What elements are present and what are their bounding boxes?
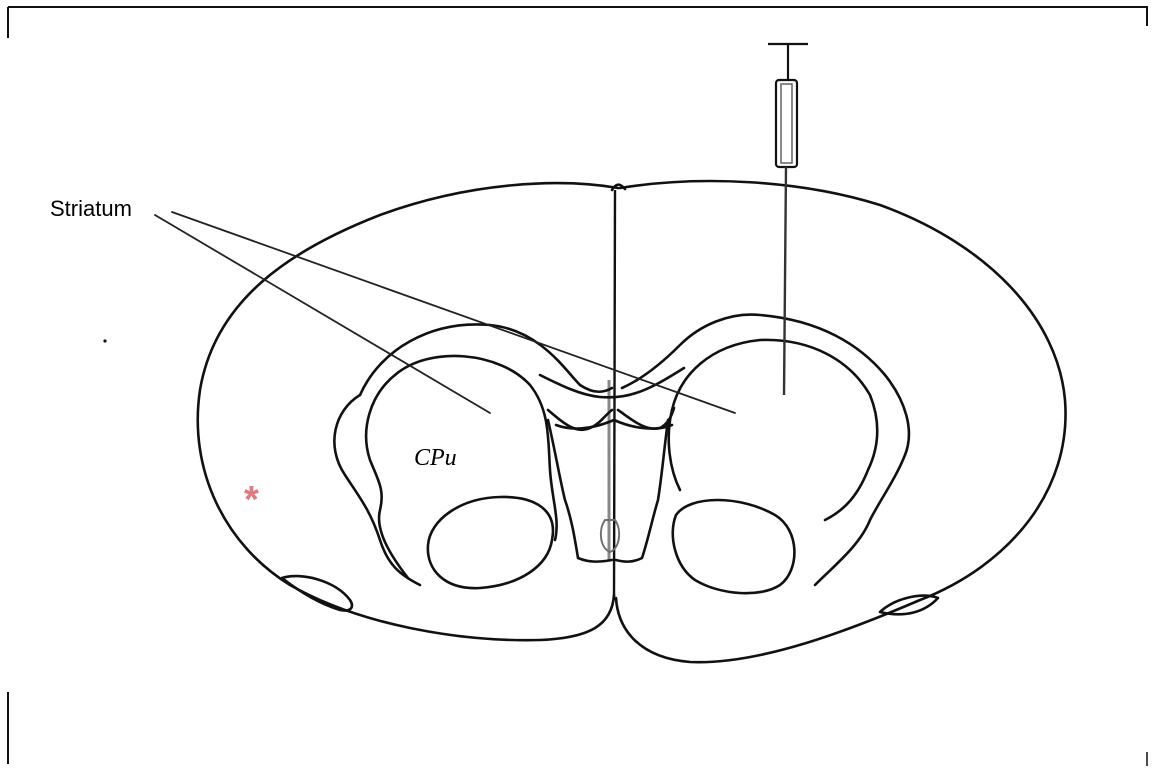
syringe-barrel-inner <box>781 84 792 163</box>
right-striatum-inner <box>672 340 877 520</box>
right-septum-edge <box>616 420 668 562</box>
left-striatum-outer-lateral <box>334 395 420 585</box>
stray-dot <box>103 339 106 342</box>
injection-needle <box>784 167 786 395</box>
right-anterior-commissure <box>673 500 795 593</box>
syringe-barrel <box>776 80 797 167</box>
striatum-leader-right <box>172 212 735 413</box>
right-hemisphere-outline <box>616 181 1066 662</box>
right-striatum-inner-medial <box>669 410 680 490</box>
left-striatum-inner-lateral <box>366 375 408 578</box>
right-striatum-outer-lateral <box>815 455 905 585</box>
cpu-label: CPu <box>414 445 457 471</box>
left-ventral-notch <box>282 576 352 610</box>
striatum-leader-left <box>155 215 490 413</box>
striatum-label: Striatum <box>50 196 132 221</box>
left-hemisphere-outline <box>198 183 618 640</box>
left-anterior-commissure <box>428 497 553 588</box>
corpus-callosum-bridge <box>540 368 684 397</box>
asterisk-marker: * <box>244 479 259 521</box>
midline-fissure <box>614 190 615 600</box>
